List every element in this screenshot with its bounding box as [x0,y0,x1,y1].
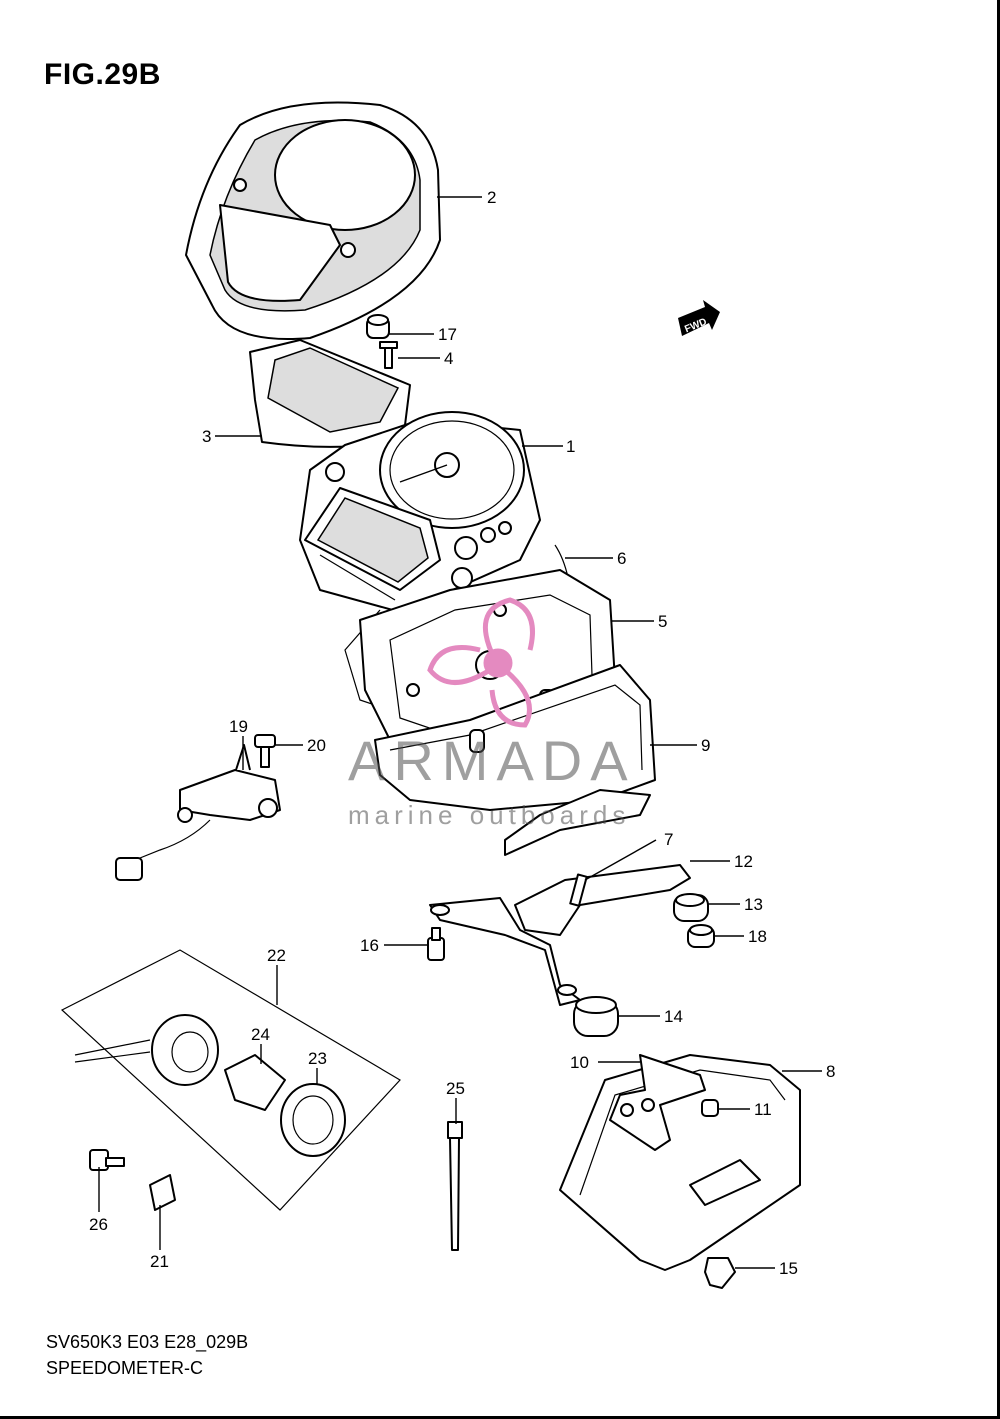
callout-26: 26 [89,1215,108,1234]
part-bulb-24 [224,1054,286,1111]
assembly-name: SPEEDOMETER-C [46,1358,204,1378]
part-cable-tie-25 [447,1121,463,1251]
part-grommet-17 [366,314,390,339]
callout-21: 21 [150,1252,169,1271]
callout-24: 24 [251,1025,270,1044]
callout-2: 2 [487,188,496,207]
part-screw-15 [704,1257,736,1289]
part-bolt-26 [89,1149,125,1171]
part-bolt-20 [254,734,276,768]
callout-15: 15 [779,1259,798,1278]
part-group-22-box [60,949,401,1211]
part-lens-plate [249,339,411,448]
part-main-bracket [429,864,691,1006]
callout-8: 8 [826,1062,835,1081]
part-bolt-7 [569,873,588,907]
part-grommet-14 [573,996,619,1037]
part-meter-cover [185,101,441,340]
part-sensor-19 [115,744,281,881]
callout-16: 16 [360,936,379,955]
callout-7: 7 [664,830,673,849]
callout-6: 6 [617,549,626,568]
part-collar-18 [687,924,715,948]
model-code: SV650K3 E03 E28_029B [46,1332,249,1352]
callout-20: 20 [307,736,326,755]
part-grommet-13 [673,893,709,922]
callout-12: 12 [734,852,753,871]
part-bracket-10 [609,1054,706,1151]
callout-labels: 1 2 3 4 5 6 7 8 9 10 11 12 13 14 15 16 1… [89,188,835,1278]
callout-3: 3 [202,427,211,446]
figure-title: FIG.29B [44,58,161,91]
part-cushion-band [504,789,651,856]
part-screw-11 [701,1099,719,1117]
part-seal-23 [280,1083,346,1157]
part-speedometer-unit [299,411,541,613]
callout-10: 10 [570,1053,589,1072]
part-screw-4 [379,341,398,369]
leader-lines [98,196,822,1269]
watermark-logo-icon [427,597,535,728]
fwd-arrow-icon: FWD [678,300,720,336]
watermark-tagline: marine outboards [348,800,631,830]
part-bolt-16 [427,927,445,961]
callout-22: 22 [267,946,286,965]
callout-5: 5 [658,612,667,631]
callout-1: 1 [566,437,575,456]
part-case-base [374,664,656,811]
callout-17: 17 [438,325,457,344]
part-clip-21 [149,1174,176,1211]
callout-18: 18 [748,927,767,946]
callout-25: 25 [446,1079,465,1098]
callout-14: 14 [664,1007,683,1026]
callout-11: 11 [754,1100,772,1119]
watermark-brand: ARMADA [348,729,636,792]
callout-9: 9 [701,736,710,755]
callout-19: 19 [229,717,248,736]
callout-13: 13 [744,895,763,914]
callout-23: 23 [308,1049,327,1068]
callout-4: 4 [444,349,453,368]
